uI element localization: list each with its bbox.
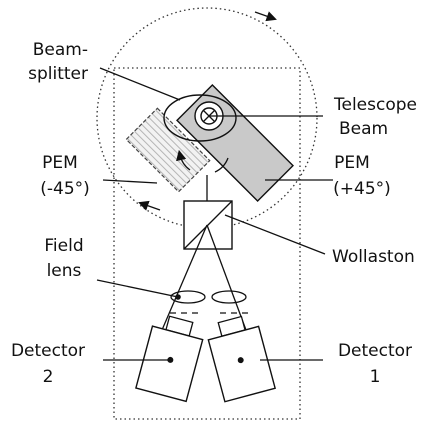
leader-wollaston [224, 214, 326, 255]
label-detector-2-2: 2 [43, 367, 54, 387]
pem-plus45 [176, 84, 294, 202]
field-lens-right [211, 290, 247, 304]
rotation-arrow-bottom-left [138, 200, 161, 211]
leader-beamsplitter [99, 67, 181, 101]
telescope-beam-cross [203, 110, 215, 122]
wollaston-interface [183, 200, 233, 250]
beam-right [206, 224, 247, 331]
label-detector-2-1: Detector [11, 341, 85, 361]
curved-arrow-left [176, 149, 191, 171]
field-lens-left [170, 290, 206, 304]
label-wollaston: Wollaston [332, 247, 415, 267]
rotation-circle [96, 7, 318, 229]
label-beamsplitter-1: Beam- [33, 40, 88, 60]
pem-minus45 [125, 107, 211, 193]
rotation-arrow-top-right [254, 11, 277, 22]
label-beamsplitter-2: splitter [28, 64, 88, 84]
detector-1 [207, 315, 276, 403]
detector-2 [135, 315, 204, 403]
label-detector-1-2: 1 [370, 367, 381, 387]
label-pem-right-1: PEM [334, 153, 370, 173]
label-field-lens-2: lens [47, 261, 82, 281]
beam-left [161, 224, 208, 331]
instrument-housing [113, 67, 301, 420]
label-pem-left-2: (-45°) [40, 179, 90, 199]
curved-arrow-right [214, 157, 229, 173]
label-telescope-2: Beam [339, 119, 388, 139]
leader-field-lens [96, 279, 179, 298]
label-pem-right-2: (+45°) [333, 179, 391, 199]
label-detector-1-1: Detector [338, 341, 412, 361]
label-pem-left-1: PEM [42, 153, 78, 173]
label-field-lens-1: Field [44, 236, 83, 256]
leader-pem-left [102, 179, 158, 184]
label-telescope-1: Telescope [333, 95, 417, 115]
beamsplitter [163, 94, 237, 142]
